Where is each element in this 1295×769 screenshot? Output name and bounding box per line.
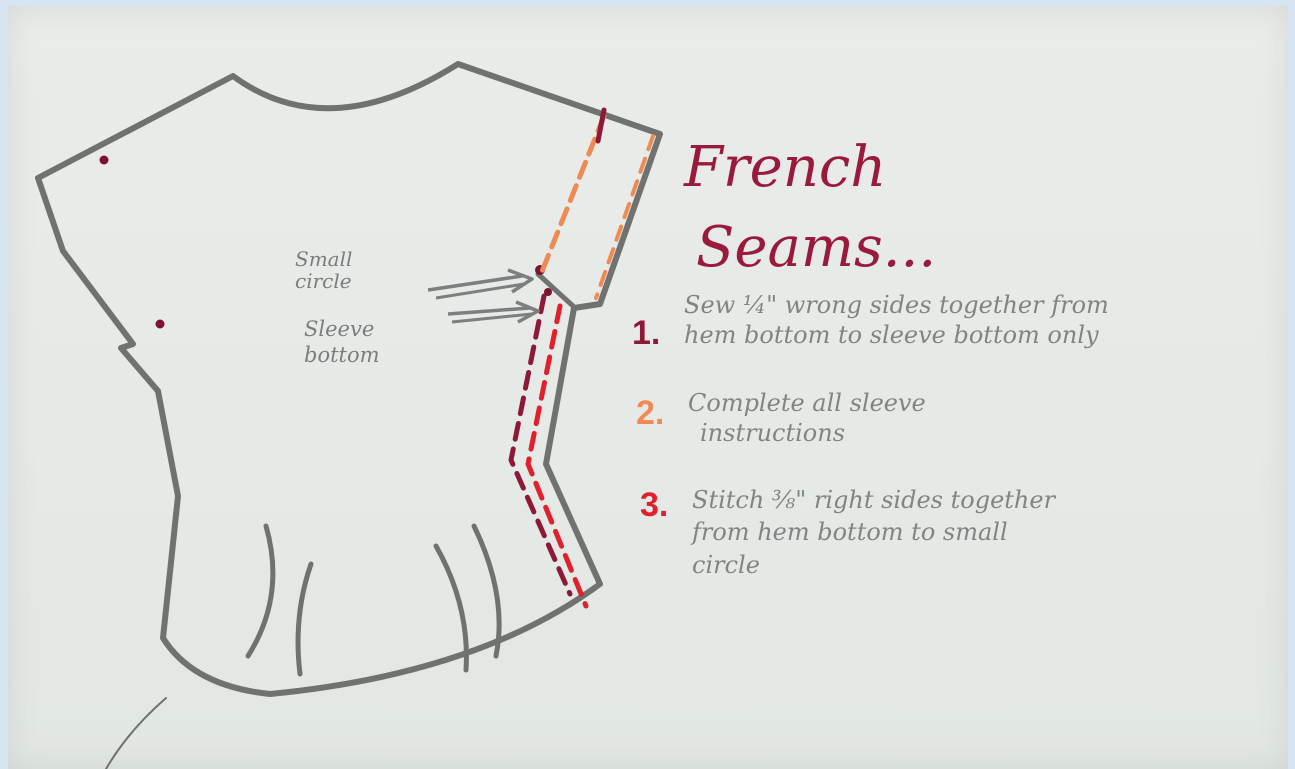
step-2-number: 2. [636, 396, 664, 430]
sleeve-seam-inner [541, 116, 604, 274]
stray-pen-mark [106, 698, 166, 769]
label-small-circle: Small circle [295, 248, 352, 292]
side-seam-right-sides [528, 306, 586, 606]
step-2-line2: instructions [688, 418, 926, 448]
step-2-text: Complete all sleeve instructions [688, 388, 926, 448]
dart-line-1 [248, 526, 273, 656]
title-line2: Seams... [696, 220, 936, 276]
step-1-line2: hem bottom to sleeve bottom only [684, 320, 1109, 350]
dart-line-2 [298, 564, 311, 674]
step-3-line2: from hem bottom to small [692, 516, 1055, 548]
dart-line-3 [436, 546, 466, 670]
step-1-number: 1. [632, 316, 660, 350]
step-2-line1: Complete all sleeve [688, 388, 926, 418]
arrow-small-circle [428, 270, 532, 298]
step-1-line1: Sew ¼" wrong sides together from [684, 290, 1109, 320]
sleeve-seam-outer [596, 136, 653, 298]
label-small-circle-line1: Small [295, 248, 352, 270]
label-sleeve-bottom-line1: Sleeve [304, 316, 380, 342]
step-3-line1: Stitch ⅜" right sides together [692, 484, 1055, 516]
pattern-dot-shoulder [100, 156, 109, 165]
garment-outline [38, 64, 660, 694]
step-1-text: Sew ¼" wrong sides together from hem bot… [684, 290, 1109, 350]
side-seam-wrong-sides [511, 296, 570, 594]
label-sleeve-bottom: Sleeve bottom [304, 316, 380, 368]
paper-sheet: Small circle Sleeve bottom French Seams.… [8, 6, 1288, 769]
title-line1: French [684, 140, 886, 196]
pattern-dot-side [156, 320, 165, 329]
step-3-line3: circle [692, 549, 1055, 581]
garment-diagram [8, 6, 1288, 769]
step-3-text: Stitch ⅜" right sides together from hem … [692, 484, 1055, 581]
label-sleeve-bottom-line2: bottom [304, 342, 380, 368]
label-small-circle-line2: circle [295, 270, 352, 292]
arrow-sleeve-bottom [448, 302, 538, 322]
dart-line-4 [474, 526, 499, 656]
step-3-number: 3. [640, 488, 668, 522]
